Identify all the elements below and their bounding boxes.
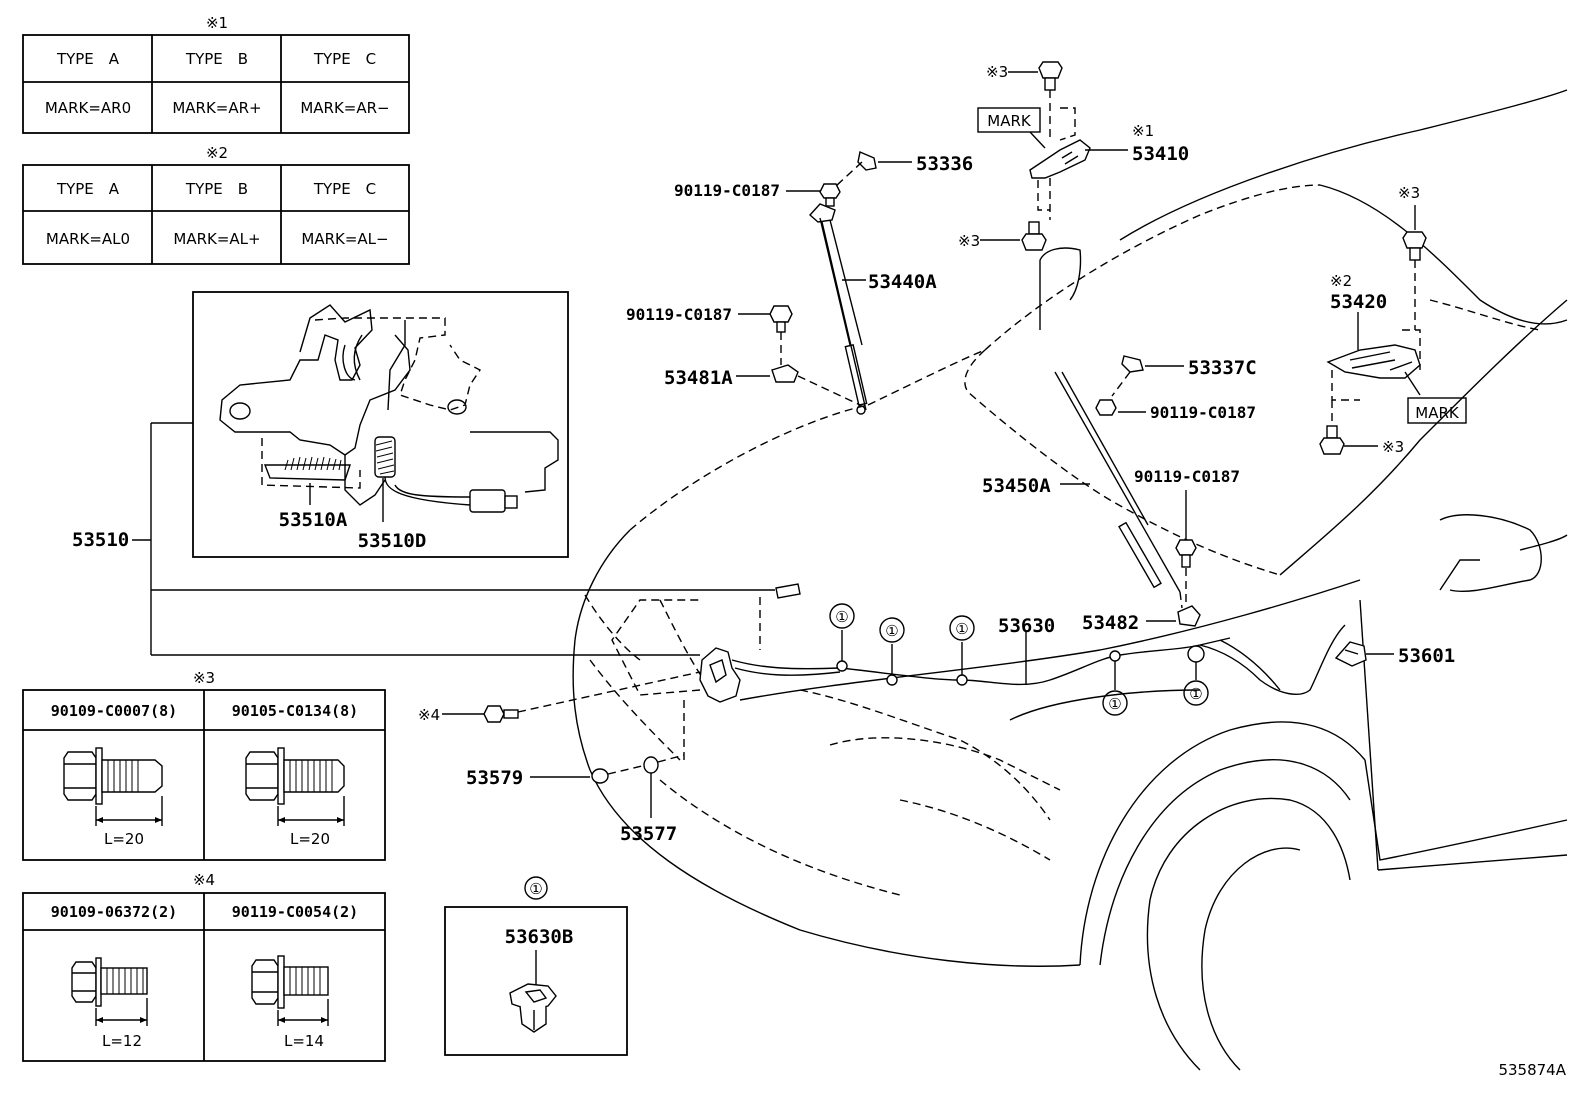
bolt-table-4-part-1: 90109-06372(2) — [51, 903, 177, 921]
note-table-1-mark-b: MARK=AR+ — [172, 99, 261, 117]
label-53510A: 53510A — [279, 509, 348, 531]
release-cable-assembly: ※4 ① ① ① ① ① 53630 — [418, 583, 1455, 845]
label-90119-c: 90119-C0187 — [1150, 403, 1256, 422]
bolt-table-4-length-2: L=14 — [284, 1032, 324, 1050]
vehicle-outline — [572, 89, 1568, 1071]
clip-detail-ref: ① — [529, 880, 542, 898]
bolt-icon — [483, 705, 519, 723]
hood-lock-inset: 53510A 53510D — [192, 291, 569, 558]
note-table-1-mark: ※1 — [206, 14, 228, 32]
note-table-1-type-c: TYPE C — [313, 50, 376, 68]
note-table-1-mark-a: MARK=AR0 — [45, 99, 131, 117]
cable-clip-ref-5: ① — [1189, 685, 1202, 703]
note-table-2-type-a: TYPE A — [56, 180, 120, 198]
bolt-icon — [1021, 221, 1047, 251]
ref-1: ※1 — [1132, 122, 1154, 140]
label-53420: 53420 — [1330, 291, 1387, 313]
bolt-icon — [1038, 61, 1063, 91]
bolt-table-4-mark: ※4 — [193, 871, 215, 889]
note-table-1-mark-c: MARK=AR− — [300, 99, 389, 117]
bolt-table-3-part-2: 90105-C0134(8) — [232, 702, 358, 720]
note-table-1-type-a: TYPE A — [56, 50, 120, 68]
label-53410: 53410 — [1132, 143, 1189, 165]
mark-label-b: MARK — [1415, 404, 1460, 422]
label-53450A: 53450A — [982, 475, 1051, 497]
bolt-icon — [245, 747, 345, 826]
note-table-2-type-b: TYPE B — [185, 180, 248, 198]
bolt-icon — [71, 957, 148, 1026]
ref-3-d: ※3 — [1382, 438, 1404, 456]
label-90119-d: 90119-C0187 — [1134, 467, 1240, 486]
bolt-table-3-length-2: L=20 — [290, 830, 330, 848]
bolt-icon — [251, 955, 329, 1026]
note-table-2: ※2 TYPE A TYPE B TYPE C MARK=AL0 MARK=AL… — [22, 144, 410, 265]
label-53337C: 53337C — [1188, 357, 1257, 379]
ref-3-a: ※3 — [986, 63, 1008, 81]
bolt-table-4-length-1: L=12 — [102, 1032, 142, 1050]
bolt-icon — [1402, 231, 1427, 261]
bolt-icon — [63, 747, 163, 826]
bolt-table-3-mark: ※3 — [193, 669, 215, 687]
hood-hinge-right: ※3 MARK ※1 53410 ※3 — [958, 61, 1189, 251]
bolt-table-4-part-2: 90119-C0054(2) — [232, 903, 358, 921]
note-table-2-mark-c: MARK=AL− — [301, 230, 388, 248]
bolt-icon — [819, 183, 841, 207]
ref-3-c: ※3 — [1398, 184, 1420, 202]
label-53336: 53336 — [916, 153, 973, 175]
bolt-table-4: ※4 90109-06372(2) 90119-C0054(2) L=12 — [22, 871, 386, 1062]
note-table-2-mark: ※2 — [206, 144, 228, 162]
label-53510: 53510 — [72, 529, 129, 551]
clip-icon — [509, 983, 557, 1033]
bolt-table-3: ※3 90109-C0007(8) 90105-C0134(8) L=20 — [22, 669, 386, 861]
hood-support-left: 53337C 90119-C0187 53450A 90119-C0187 53… — [982, 355, 1257, 634]
figure-id: 535874A — [1498, 1061, 1566, 1079]
clip-icon — [1121, 355, 1144, 373]
label-90119-b: 90119-C0187 — [626, 305, 732, 324]
cable-clip-ref-3: ① — [955, 620, 968, 638]
label-53630B: 53630B — [505, 926, 574, 948]
label-53482: 53482 — [1082, 612, 1139, 634]
note-table-2-type-c: TYPE C — [313, 180, 376, 198]
ref-2: ※2 — [1330, 272, 1352, 290]
clip-detail: ① 53630B — [444, 876, 628, 1056]
label-90119-a: 90119-C0187 — [674, 181, 780, 200]
label-53579: 53579 — [466, 767, 523, 789]
bolt-table-3-part-1: 90109-C0007(8) — [51, 702, 177, 720]
bolt-icon — [769, 305, 793, 333]
clip-icon — [857, 151, 877, 171]
note-table-1: ※1 TYPE A TYPE B TYPE C MARK=AR0 MARK=AR… — [22, 14, 410, 134]
note-table-2-mark-b: MARK=AL+ — [173, 230, 260, 248]
cable-clip-ref-1: ① — [835, 608, 848, 626]
cable-clip-ref-2: ① — [885, 622, 898, 640]
hood-lock-assembly-callout: 53510 — [72, 422, 775, 656]
bolt-icon — [775, 583, 801, 599]
bolt-icon — [1175, 539, 1197, 568]
label-53630: 53630 — [998, 615, 1055, 637]
label-53577: 53577 — [620, 823, 677, 845]
note-table-2-mark-a: MARK=AL0 — [46, 230, 130, 248]
label-53481A: 53481A — [664, 367, 733, 389]
note-table-1-type-b: TYPE B — [185, 50, 248, 68]
mark-label-a: MARK — [987, 112, 1032, 130]
bolt-icon — [1319, 425, 1345, 455]
label-53510D: 53510D — [358, 530, 427, 552]
ref-4: ※4 — [418, 706, 440, 724]
ref-3-b: ※3 — [958, 232, 980, 250]
bolt-icon — [1095, 399, 1117, 416]
hood-hinge-left: ※3 ※2 53420 MARK ※3 — [1319, 184, 1467, 456]
bolt-table-3-length-1: L=20 — [104, 830, 144, 848]
label-53440A: 53440A — [868, 271, 937, 293]
cable-clip-ref-4: ① — [1108, 695, 1121, 713]
label-53601: 53601 — [1398, 645, 1455, 667]
hood-support-right: 53336 90119-C0187 53440A 90119-C0187 534… — [626, 151, 973, 415]
